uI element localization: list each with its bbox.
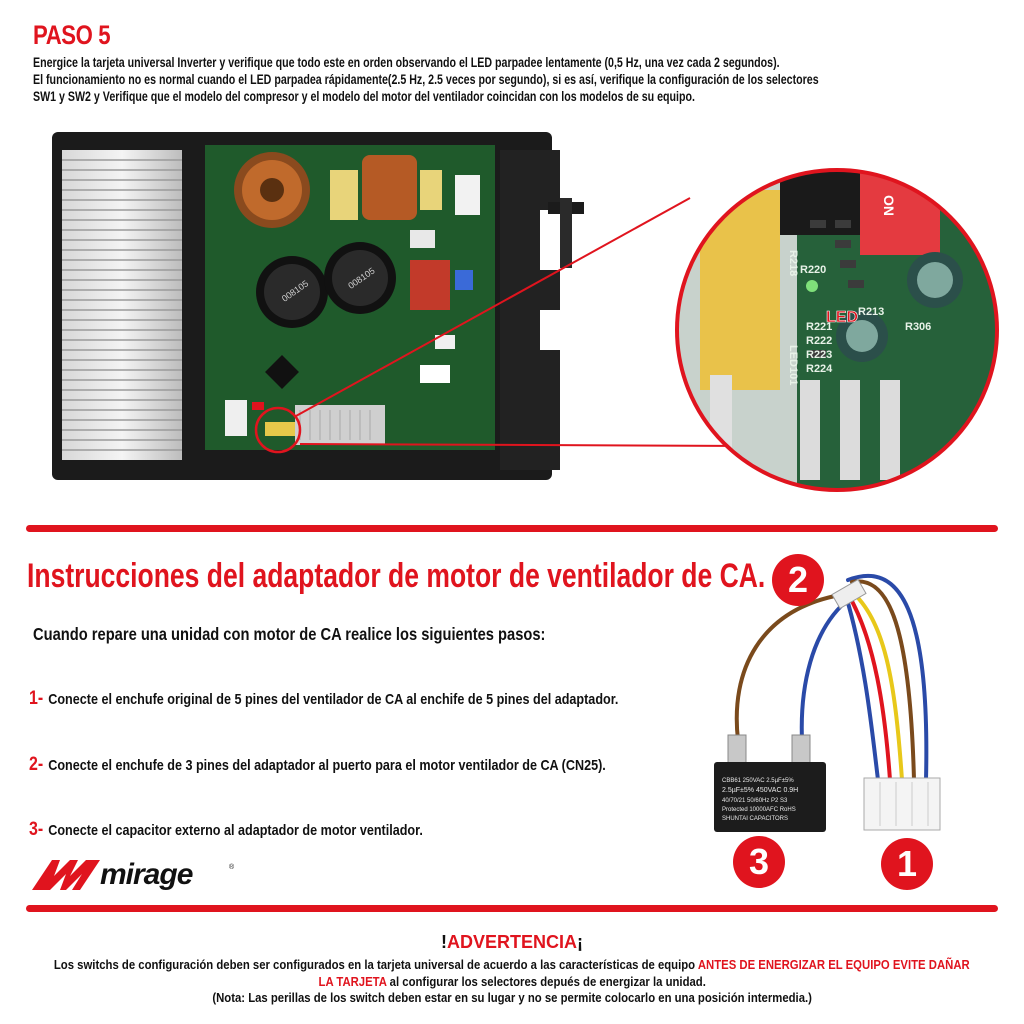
pcb: 008105 008105 bbox=[205, 145, 495, 450]
zoom-label-on: ON bbox=[881, 195, 897, 216]
step-number: 2- bbox=[29, 754, 44, 775]
step5-title: PASO 5 bbox=[33, 20, 111, 50]
capacitor-text-4: Protected 10000AFC RoHS bbox=[722, 807, 796, 813]
heatsink bbox=[62, 150, 182, 460]
adapter-step-1: 1-Conecte el enchufe original de 5 pines… bbox=[29, 688, 618, 710]
zoom-label-r221: R221 bbox=[806, 321, 832, 333]
warning-title-text: ADVERTENCIA bbox=[446, 932, 577, 952]
zoom-label-r220: R220 bbox=[800, 264, 826, 276]
warning-line-1: Los switchs de configuración deben ser c… bbox=[54, 958, 970, 972]
zoom-label-r222: R222 bbox=[806, 335, 832, 347]
inverter-board-illustration: 008105 008105 bbox=[52, 132, 999, 492]
step-text: Conecte el enchufe de 3 pines del adapta… bbox=[48, 757, 606, 774]
capacitor-text-2: 2.5µF±5% 450VAC 0.9H bbox=[722, 787, 798, 794]
adapter-step-3: 3-Conecte el capacitor externo al adapta… bbox=[29, 819, 423, 841]
warning-mark-close: ¡ bbox=[577, 932, 583, 952]
step-text: Conecte el capacitor externo al adaptado… bbox=[48, 822, 423, 839]
step5-line-2: El funcionamiento no es normal cuando el… bbox=[33, 72, 819, 87]
zoom-label-r224: R224 bbox=[806, 363, 833, 375]
step5-line-3: SW1 y SW2 y Verifique que el modelo del … bbox=[33, 89, 695, 104]
warning-line-2: LA TARJETA al configurar los selectores … bbox=[318, 974, 706, 989]
badge-3: 3 bbox=[733, 836, 785, 888]
separator-top bbox=[26, 525, 998, 532]
zoom-label-r215: R215 bbox=[738, 165, 764, 177]
zoom-label-ic: IC203 bbox=[778, 149, 816, 165]
zoom-label-led101: LED101 bbox=[787, 345, 799, 385]
capacitor-text-5: SHUNTAI CAPACITORS bbox=[722, 816, 788, 822]
warning-title: !ADVERTENCIA¡ bbox=[0, 932, 1024, 953]
brand-name: mirage bbox=[100, 858, 193, 891]
warning-body: Los switchs de configuración deben ser c… bbox=[0, 957, 1024, 1007]
zoom-label-r223: R223 bbox=[806, 349, 832, 361]
adapter-section-title: Instrucciones del adaptador de motor de … bbox=[27, 557, 766, 595]
warning-line-3: (Nota: Las perillas de los switch deben … bbox=[212, 991, 812, 1005]
step-text: Conecte el enchufe original de 5 pines d… bbox=[48, 691, 619, 708]
step5-description: Energice la tarjeta universal Inverter y… bbox=[33, 54, 955, 105]
adapter-intro: Cuando repare una unidad con motor de CA… bbox=[33, 624, 546, 644]
badge-1: 1 bbox=[881, 838, 933, 890]
zoom-label-led: LED bbox=[826, 309, 858, 326]
brand-registered: ® bbox=[229, 864, 235, 871]
mirage-logo-icon bbox=[32, 860, 100, 890]
fan-adapter-illustration: CBB61 250VAC 2.5µF±5% 2.5µF±5% 450VAC 0.… bbox=[714, 573, 941, 832]
zoom-label-r306: R306 bbox=[905, 321, 931, 333]
led-zoom-view: IC203 R215 R216 R218 R220 R213 R306 LED1… bbox=[677, 149, 997, 490]
capacitor-text-3: 40/70/21 50/60Hz P2 S3 bbox=[722, 798, 788, 804]
led-callout-circle bbox=[254, 406, 302, 454]
separator-bottom bbox=[26, 905, 998, 912]
zoom-label-r218: R218 bbox=[787, 250, 799, 276]
zoom-circle-border bbox=[675, 168, 999, 492]
step-number: 3- bbox=[29, 819, 44, 840]
step5-line-1: Energice la tarjeta universal Inverter y… bbox=[33, 55, 780, 70]
zoom-label-r213: R213 bbox=[858, 306, 884, 318]
step-number: 1- bbox=[29, 688, 44, 709]
capacitor-text-1: CBB61 250VAC 2.5µF±5% bbox=[722, 778, 794, 784]
adapter-step-2: 2-Conecte el enchufe de 3 pines del adap… bbox=[29, 754, 606, 776]
warning-mark-open: ! bbox=[440, 932, 447, 952]
badge-2: 2 bbox=[772, 554, 824, 606]
